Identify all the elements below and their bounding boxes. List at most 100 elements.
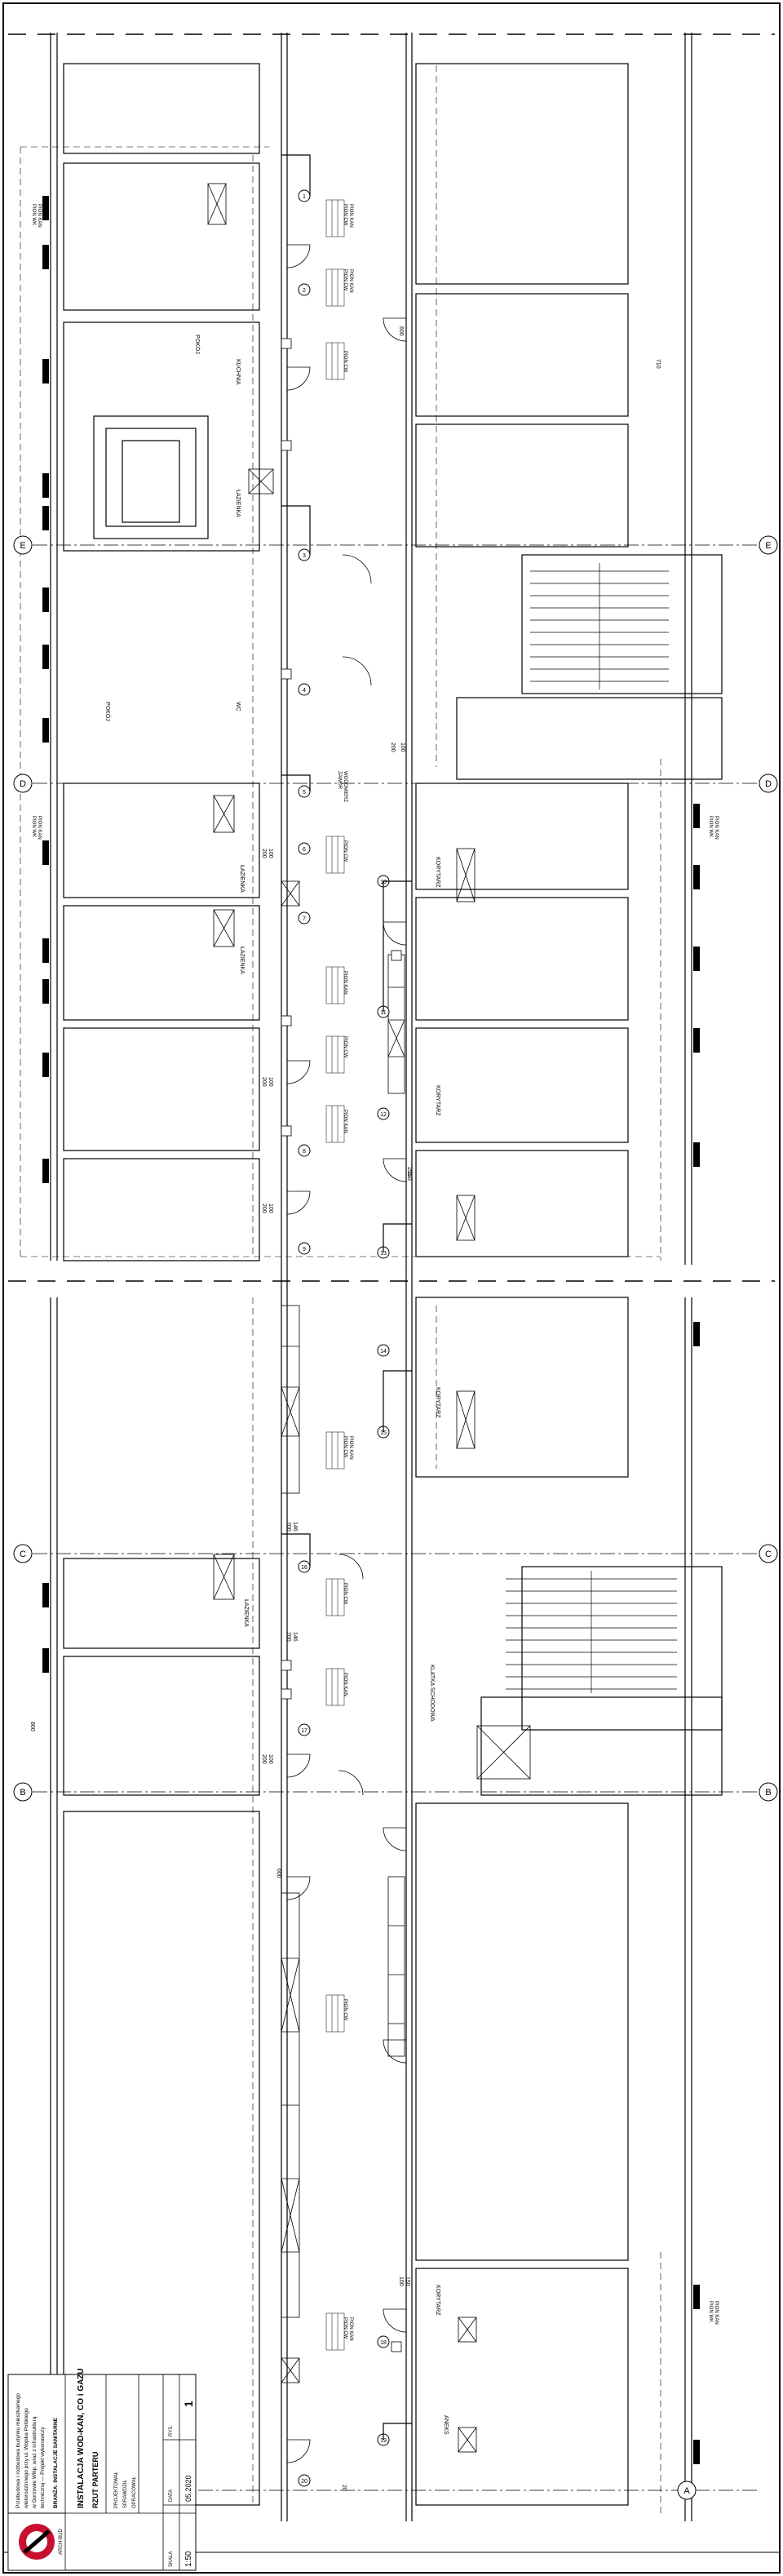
- riser-marker: 14: [377, 1344, 390, 1357]
- pipe-note: PION KAN: [348, 2317, 353, 2341]
- pipe-note: PION WK: [708, 816, 713, 837]
- dimension-label: 600: [398, 326, 404, 336]
- room-label: KORYTARZ: [435, 2285, 440, 2316]
- pipe-note: PION CW: [343, 1436, 347, 1458]
- doors: [286, 244, 407, 2463]
- dimension-label: 600: [276, 1869, 281, 1878]
- corridor-cabinets: [281, 954, 405, 2318]
- riser-marker: 7: [298, 911, 311, 924]
- role-label: SPRAWDZIŁ: [123, 2480, 128, 2508]
- branch-label: BRANŻA: INSTALACJE SANITARNE: [52, 2417, 59, 2508]
- pipe-note: PION WK: [31, 204, 36, 225]
- svg-text:14: 14: [380, 1349, 387, 1355]
- riser-marker: 17: [298, 1723, 311, 1736]
- room-label: KUCHNIA: [235, 359, 241, 385]
- dimension-label: 100: [268, 1754, 273, 1764]
- axis-label: B: [765, 1788, 771, 1798]
- axis-label: E: [765, 541, 771, 551]
- pipe-note: PION KAN: [37, 816, 42, 840]
- riser-marker: 16: [298, 1560, 311, 1573]
- room-label: POKÓJ: [194, 335, 201, 354]
- dimension-label: 200: [261, 1204, 267, 1213]
- dimension-label: 800: [29, 1722, 35, 1731]
- svg-text:19: 19: [380, 2438, 387, 2444]
- pipe-note: PION KAN: [37, 204, 42, 228]
- shaft-boxes: [207, 183, 531, 2453]
- dimension-label: 200: [261, 849, 267, 858]
- riser-marker: 20: [298, 2474, 311, 2487]
- svg-text:4: 4: [303, 688, 306, 694]
- sheet-subtitle: RZUT PARTERU: [91, 2452, 100, 2508]
- axis-bubble-D: D D: [13, 774, 778, 793]
- dimension-label: 100: [268, 1077, 273, 1087]
- pipe-note: PION KAN: [343, 1110, 347, 1133]
- stair-1-treads: [530, 563, 669, 689]
- axis-bubble-E: E E: [13, 535, 778, 555]
- role-label: PROJEKTOWAŁ: [114, 2471, 119, 2508]
- pipe-note: PION CW: [343, 1583, 347, 1605]
- dimension-label: 200: [261, 1754, 267, 1764]
- dimension-label: 710: [655, 359, 661, 369]
- riser-marker: 8: [298, 1144, 311, 1157]
- pipe-note: PION CW: [343, 204, 347, 226]
- pipe-note: PION KAN: [348, 204, 353, 228]
- sheet-number-label: RYS.: [169, 2425, 174, 2436]
- scale-value: 1:50: [184, 2551, 193, 2567]
- dimension-label: 150: [405, 2277, 410, 2286]
- svg-text:1: 1: [303, 194, 306, 200]
- room-label: ŁAZIENKA: [239, 947, 245, 974]
- dimension-label: 200: [390, 743, 396, 752]
- date-value: 05.2020: [184, 2475, 192, 2502]
- dimension-label: 20: [341, 2485, 347, 2491]
- room-label: KORYTARZ: [435, 1387, 440, 1418]
- room-label: POKÓJ: [104, 702, 112, 721]
- svg-text:17: 17: [301, 1728, 307, 1734]
- dimension-label: 200: [285, 1632, 291, 1642]
- axis-label: C: [20, 1550, 26, 1559]
- riser-marker: 2: [298, 283, 311, 296]
- dimension-label: 146: [292, 1522, 298, 1532]
- riser-marker: 6: [298, 842, 311, 855]
- svg-text:9: 9: [303, 1247, 306, 1253]
- company-name: ARCH-BUD: [59, 2529, 64, 2555]
- riser-marker: 1: [298, 189, 311, 202]
- role-label: OPRACOWAŁ: [132, 2476, 137, 2508]
- room-label: ŁAZIENKA: [239, 865, 245, 893]
- dimension-labels: 100 200 100 200 100 200 146 200 146 200 …: [29, 326, 661, 2491]
- svg-text:5: 5: [303, 790, 306, 796]
- svg-text:6: 6: [303, 847, 306, 853]
- dimension-label: 146: [292, 1632, 298, 1642]
- pipe-note: PION CW: [343, 1999, 347, 2021]
- pipe-note: PION CW: [343, 840, 347, 862]
- dimension-label: 150: [406, 1171, 412, 1181]
- project-line: w Gorzowie Wlkp. wraz z infrastrukturą: [32, 2416, 38, 2509]
- room-label: KORYTARZ: [435, 1085, 440, 1116]
- svg-text:20: 20: [301, 2479, 307, 2485]
- riser-marker: 3: [298, 548, 311, 561]
- svg-text:16: 16: [301, 1565, 307, 1571]
- axis-label: D: [20, 779, 26, 789]
- pipe-note: PION KAN: [348, 269, 353, 293]
- room-label: ANEKS: [443, 2415, 449, 2435]
- riser-marker: 18: [377, 2335, 390, 2348]
- room-label: WC: [235, 702, 241, 712]
- break-lines: [8, 33, 775, 1282]
- room-label: ŁAZIENKA: [243, 1599, 249, 1627]
- project-line: wielorodzinnego przy ul. Wojska Polskieg…: [24, 2408, 29, 2509]
- scale-label: SKALA: [169, 2552, 174, 2567]
- sheet-number: 1: [182, 2401, 195, 2407]
- pipe-note: WODOMIERZ: [343, 771, 347, 802]
- pipe-note: ZAWÓR: [337, 771, 343, 790]
- pipe-note: PION CW: [343, 269, 347, 291]
- svg-text:2: 2: [303, 288, 306, 294]
- pipe-note: PION KAN: [348, 1436, 353, 1460]
- pipe-lines: [281, 154, 412, 2440]
- axis-bubble-B: B B: [13, 1782, 778, 1802]
- svg-text:8: 8: [303, 1149, 306, 1155]
- project-line: techniczną — Projekt wykonawczy: [40, 2427, 46, 2508]
- dimension-label: 200: [261, 1077, 267, 1087]
- pipe-note: PION KAN: [343, 1673, 347, 1696]
- title-block: ARCH-BUD Przebudowa i rozbudowa budynku …: [7, 2368, 197, 2571]
